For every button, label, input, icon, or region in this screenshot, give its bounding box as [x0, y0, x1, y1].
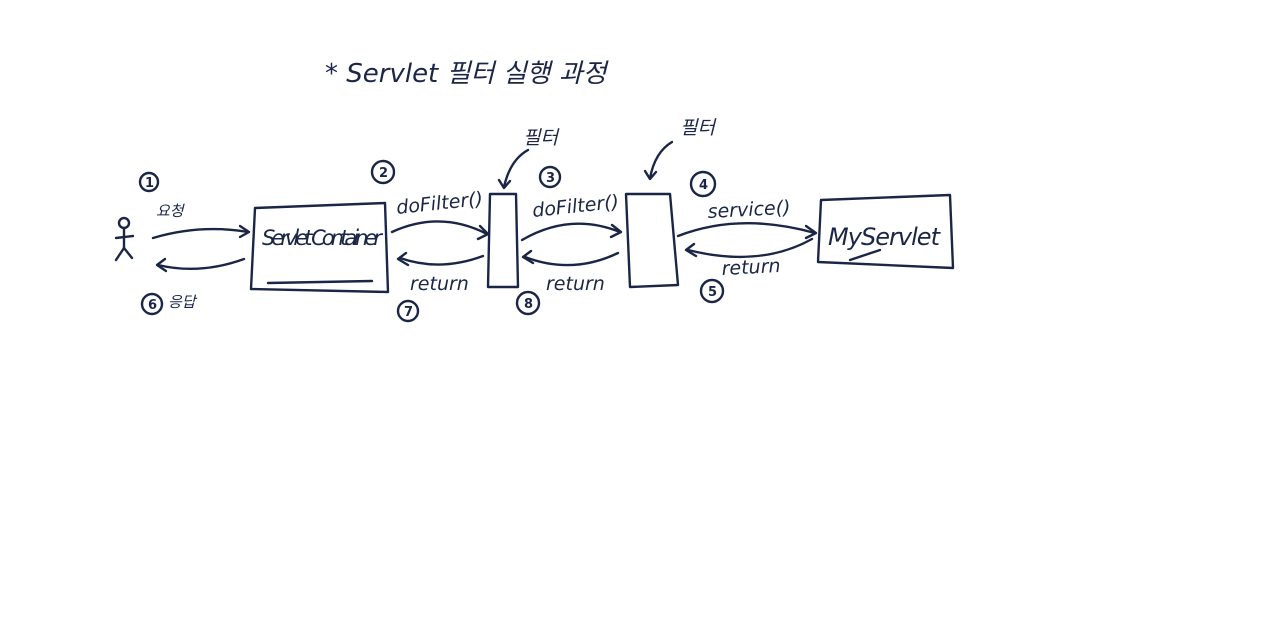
svg-text:1: 1 — [145, 176, 154, 191]
user-actor-icon — [114, 216, 135, 262]
step-2-marker: 2 — [370, 159, 396, 185]
return-arrow-servlet — [684, 237, 814, 259]
step-7-marker: 7 — [396, 299, 420, 323]
step-6-marker: 6 — [140, 292, 164, 316]
return-arrow-filter1 — [396, 251, 485, 267]
svg-text:6: 6 — [148, 298, 157, 313]
dofilter-arrow-1 — [390, 220, 490, 241]
step-5-marker: 5 — [699, 278, 725, 304]
step-4-marker: 4 — [689, 170, 717, 198]
return-label-filter2: return — [546, 273, 605, 295]
filter-1-box — [486, 192, 520, 289]
step-1-marker: 1 — [138, 171, 160, 193]
service-arrow — [676, 222, 818, 240]
myservlet-box: MyServlet — [816, 193, 955, 270]
myservlet-label: MyServlet — [828, 223, 942, 251]
filter-2-pointer — [643, 140, 674, 181]
response-arrow — [155, 257, 246, 273]
return-arrow-filter2 — [521, 249, 620, 267]
filter-1-label: 필터 — [523, 127, 560, 149]
filter-2-label: 필터 — [680, 117, 717, 139]
dofilter-label-2: doFilter() — [531, 191, 620, 222]
svg-text:3: 3 — [546, 171, 555, 186]
diagram-title: * Servlet 필터 실행 과정 — [325, 59, 610, 89]
step-3-marker: 3 — [538, 165, 562, 189]
service-label: service() — [707, 197, 791, 223]
dofilter-label-1: doFilter() — [395, 188, 484, 219]
svg-text:8: 8 — [524, 297, 533, 312]
step-8-marker: 8 — [515, 290, 541, 316]
response-label: 응답 — [168, 293, 198, 311]
filter-2-box — [624, 192, 680, 289]
svg-text:2: 2 — [379, 166, 388, 181]
svg-text:7: 7 — [404, 305, 413, 320]
svg-text:5: 5 — [708, 285, 717, 300]
request-arrow — [151, 224, 251, 240]
svg-text:4: 4 — [699, 178, 708, 193]
request-label: 요청 — [156, 202, 186, 220]
servlet-container-label: Servlet Container — [262, 226, 383, 250]
filter-1-pointer — [497, 148, 530, 190]
return-label-filter1: return — [410, 273, 469, 295]
return-label-servlet: return — [721, 255, 781, 280]
dofilter-arrow-2 — [520, 222, 623, 242]
servlet-container-box: Servlet Container — [249, 201, 390, 294]
